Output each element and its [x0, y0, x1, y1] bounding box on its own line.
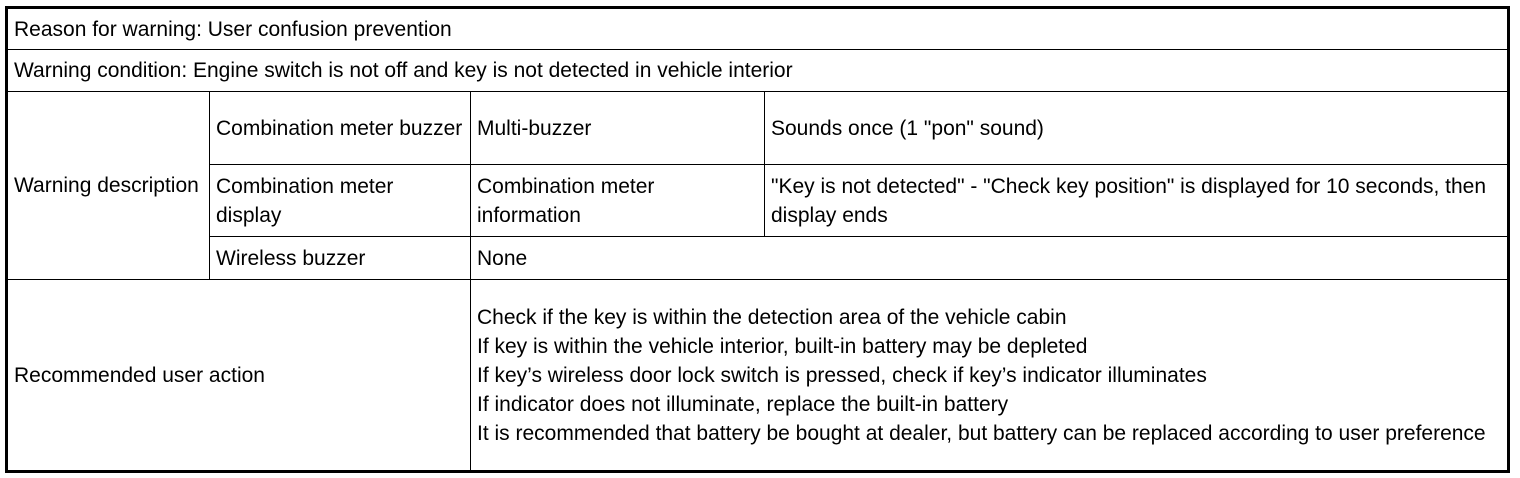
warning-description-label: Warning description — [6, 91, 210, 280]
type-cell: Combination meter information — [470, 164, 765, 237]
device-cell: Combination meter buzzer — [209, 91, 471, 165]
type-cell: Multi-buzzer — [470, 91, 765, 165]
detail-cell: "Key is not detected" - "Check key posit… — [764, 164, 1509, 237]
description-row-1: Warning description Combination meter bu… — [6, 91, 1509, 280]
action-line: If key is within the vehicle interior, b… — [477, 334, 1088, 358]
action-line: If indicator does not illuminate, replac… — [477, 392, 1009, 416]
recommended-action-row: Recommended user action Check if the key… — [6, 279, 1509, 472]
recommended-action-label: Recommended user action — [6, 279, 471, 472]
recommended-action-lines: Check if the key is within the detection… — [470, 279, 1509, 472]
action-line: Check if the key is within the detection… — [477, 305, 1067, 329]
detail-cell: Sounds once (1 "pon" sound) — [764, 91, 1509, 165]
condition-row: Warning condition: Engine switch is not … — [6, 49, 1509, 92]
reason-cell: Reason for warning: User confusion preve… — [6, 7, 1509, 50]
action-line: It is recommended that battery be bought… — [477, 421, 1486, 445]
type-cell: None — [470, 236, 1509, 280]
warning-table: Reason for warning: User confusion preve… — [5, 6, 1510, 473]
description-row-2: Combination meter display Combination me… — [7, 164, 1509, 237]
device-cell: Combination meter display — [209, 164, 471, 237]
device-cell: Wireless buzzer — [209, 236, 471, 280]
action-line: If key’s wireless door lock switch is pr… — [477, 363, 1207, 387]
description-row-3: Wireless buzzer None — [7, 236, 1509, 280]
condition-cell: Warning condition: Engine switch is not … — [6, 49, 1509, 92]
reason-row: Reason for warning: User confusion preve… — [6, 7, 1509, 50]
